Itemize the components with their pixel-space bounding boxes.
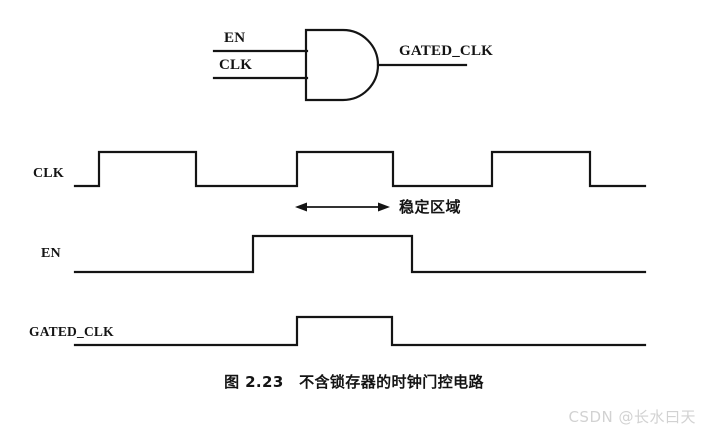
clk-waveform [73, 150, 647, 188]
gate-gated-clk-label: GATED_CLK [399, 43, 494, 59]
en-waveform [73, 234, 647, 274]
waveform-en-label: EN [41, 246, 61, 261]
stable-region-arrow-head-right [378, 202, 390, 212]
and-gate-body [304, 28, 380, 102]
gated-clk-waveform [73, 315, 647, 347]
stable-region-label: 稳定区域 [399, 198, 462, 216]
waveform-clk-label: CLK [33, 166, 64, 181]
stable-region-arrow-head-left [295, 202, 307, 212]
waveform-gated-clk-label: GATED_CLK [29, 324, 114, 339]
gate-en-label: EN [224, 30, 246, 46]
figure-caption: 图 2.23 不含锁存器的时钟门控电路 [224, 373, 484, 391]
gate-clk-label: CLK [219, 57, 253, 73]
csdn-watermark: CSDN @长水曰天 [568, 408, 696, 426]
